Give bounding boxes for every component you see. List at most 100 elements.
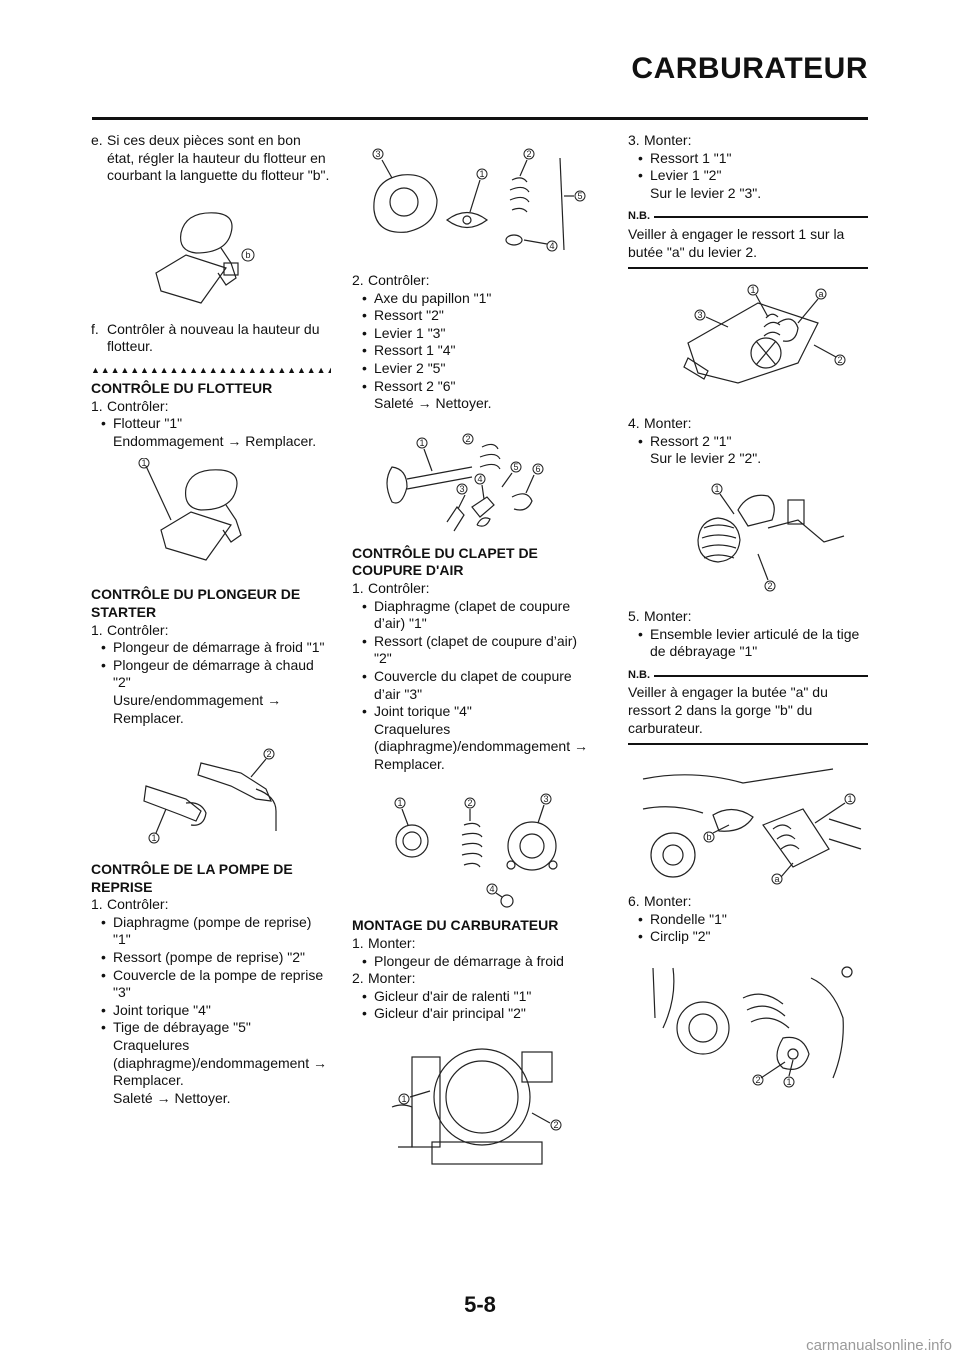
step-number: 6. xyxy=(628,893,640,910)
bullet-text: Levier 1 "3" xyxy=(374,324,446,341)
step-3: 3. Monter: xyxy=(628,132,868,150)
bullet-text: Plongeur de démarrage à chaud "2" xyxy=(113,656,314,691)
bullet-continuation: Sur le levier 2 "3". xyxy=(650,184,762,201)
callout-1: 1 xyxy=(711,483,723,495)
bullet-item: •Joint torique "4" xyxy=(352,703,592,721)
step-e: e. Si ces deux pièces sont en bon état, … xyxy=(91,132,331,185)
callout-5: 5 xyxy=(510,461,522,473)
callout-label: 3 xyxy=(697,310,702,320)
callout-label: 2 xyxy=(553,1120,558,1130)
callout-label: 2 xyxy=(767,581,772,591)
bullet-text: Ressort 2 "1" xyxy=(650,432,732,449)
callout-1: 1 xyxy=(394,797,406,809)
watermark: carmanualsonline.info xyxy=(806,1337,952,1354)
bullet-continuation: Craquelures (diaphragme)/endommagement →… xyxy=(113,1037,327,1089)
step-1: 1. Monter: xyxy=(352,935,592,953)
bullet-text: Gicleur d'air de ralenti "1" xyxy=(374,987,532,1004)
bullet-text: Ressort 1 "1" xyxy=(650,149,732,166)
step-1: 1. Contrôler: xyxy=(91,622,331,640)
callout-label: 4 xyxy=(489,884,494,894)
callout-b: b xyxy=(703,831,715,843)
bullet-item: •Couvercle de la pompe de reprise "3" xyxy=(91,967,331,1002)
bullet-item: •Ensemble levier articulé de la tige de … xyxy=(628,626,868,661)
bullet-text: Rondelle "1" xyxy=(650,910,727,927)
callout-label: 1 xyxy=(479,169,484,179)
warning-triangles-row: ▲▲▲▲▲▲▲▲▲▲▲▲▲▲▲▲▲▲▲▲▲▲▲▲▲▲ xyxy=(91,364,331,375)
carburetor-air-jets-illustration: 1 2 xyxy=(391,1048,562,1165)
callout-a: a xyxy=(771,873,783,885)
step-number: 1. xyxy=(91,896,103,913)
step-text: Contrôler: xyxy=(368,579,430,596)
column-left: e. Si ces deux pièces sont en bon état, … xyxy=(91,132,331,1107)
note-header: N.B. xyxy=(628,208,868,226)
callout-4: 4 xyxy=(546,240,558,252)
step-number: 1. xyxy=(91,621,103,638)
callout-label: 2 xyxy=(465,434,470,444)
step-text: Monter: xyxy=(644,607,692,624)
callout-label: 1 xyxy=(750,285,755,295)
float-illustration: 1 xyxy=(138,458,242,562)
page-title: CARBURATEUR xyxy=(631,52,868,85)
callout-label: 3 xyxy=(543,794,548,804)
callout-label: 1 xyxy=(419,438,424,448)
callout-label: b xyxy=(706,832,711,842)
callout-a: a xyxy=(815,288,827,300)
note-header: N.B. xyxy=(628,667,868,685)
callout-2: 2 xyxy=(834,354,846,366)
bullet-item: •Gicleur d'air de ralenti "1" xyxy=(352,988,592,1006)
callout-1: 1 xyxy=(416,437,428,449)
callout-3: 3 xyxy=(372,148,384,160)
bullet-item: •Ressort (pompe de reprise) "2" xyxy=(91,949,331,967)
bullet-continuation: Usure/endommagement → Remplacer. xyxy=(113,691,282,726)
bullet-item: •Ressort (clapet de coupure d’air) "2" xyxy=(352,633,592,668)
callout-2: 2 xyxy=(764,580,776,592)
section-heading-air-cut: CONTRÔLE DU CLAPET DE COUPURE D'AIR xyxy=(352,544,538,579)
bullet-item: •Ressort 2 "1" xyxy=(628,433,868,451)
linkage-assembly-illustration: 1 b a xyxy=(642,768,862,885)
step-6: 6. Monter: xyxy=(628,893,868,911)
section-heading-float: CONTRÔLE DU FLOTTEUR xyxy=(91,379,273,396)
bullet-item: •Ressort "2" xyxy=(352,307,592,325)
bullet-text: Levier 2 "5" xyxy=(374,359,446,376)
bullet-item: •Axe du papillon "1" xyxy=(352,290,592,308)
step-text: Si ces deux pièces sont en bon état, rég… xyxy=(107,132,330,184)
callout-3: 3 xyxy=(694,309,706,321)
bullet-text: Couvercle de la pompe de reprise "3" xyxy=(113,966,324,1001)
bullet-text: Ensemble levier articulé de la tige de d… xyxy=(650,625,860,660)
callout-2: 2 xyxy=(550,1119,562,1131)
throttle-shaft-parts-illustration: 1 2 3 4 5 6 xyxy=(386,433,544,532)
bullet-item: •Flotteur "1" xyxy=(91,415,331,433)
callout-2: 2 xyxy=(263,748,275,760)
bullet-text: Couvercle du clapet de coupure d’air "3" xyxy=(374,667,572,702)
bullet-text: Plongeur de démarrage à froid "1" xyxy=(113,639,325,656)
callout-label: 1 xyxy=(397,798,402,808)
step-number: f. xyxy=(91,320,99,337)
callout-1: 1 xyxy=(148,832,160,844)
callout-4: 4 xyxy=(486,883,498,895)
bullet-text: Joint torique "4" xyxy=(374,703,472,720)
callout-label: 5 xyxy=(577,191,582,201)
bullet-item: •Ressort 1 "4" xyxy=(352,342,592,360)
bullet-text: Axe du papillon "1" xyxy=(374,289,492,306)
bullet-item: •Levier 2 "5" xyxy=(352,360,592,378)
bullet-text: Plongeur de démarrage à froid xyxy=(374,952,564,969)
note-box: N.B. Veiller à engager la butée "a" du r… xyxy=(628,667,868,746)
callout-1: 1 xyxy=(476,168,488,180)
step-number: 1. xyxy=(352,579,364,596)
callout-label: 1 xyxy=(151,833,156,843)
callout-label: 2 xyxy=(755,1075,760,1085)
callout-label: 4 xyxy=(549,241,554,251)
step-text: Monter: xyxy=(368,935,416,952)
step-5: 5. Monter: xyxy=(628,608,868,626)
bullet-continuation: Endommagement → Remplacer. xyxy=(113,432,317,449)
step-1: 1. Contrôler: xyxy=(91,398,331,416)
callout-2: 2 xyxy=(752,1074,764,1086)
column-right: 3. Monter: •Ressort 1 "1" •Levier 1 "2" … xyxy=(628,132,868,1088)
lever-spring-install-illustration: 1 a 3 2 xyxy=(683,284,846,384)
step-number: 1. xyxy=(91,397,103,414)
step-number: 1. xyxy=(352,935,364,952)
callout-label: 2 xyxy=(837,355,842,365)
bullet-text: Ressort (pompe de reprise) "2" xyxy=(113,949,306,966)
bullet-text: Levier 1 "2" xyxy=(650,167,722,184)
washer-circlip-install-illustration: 2 1 xyxy=(652,966,853,1088)
